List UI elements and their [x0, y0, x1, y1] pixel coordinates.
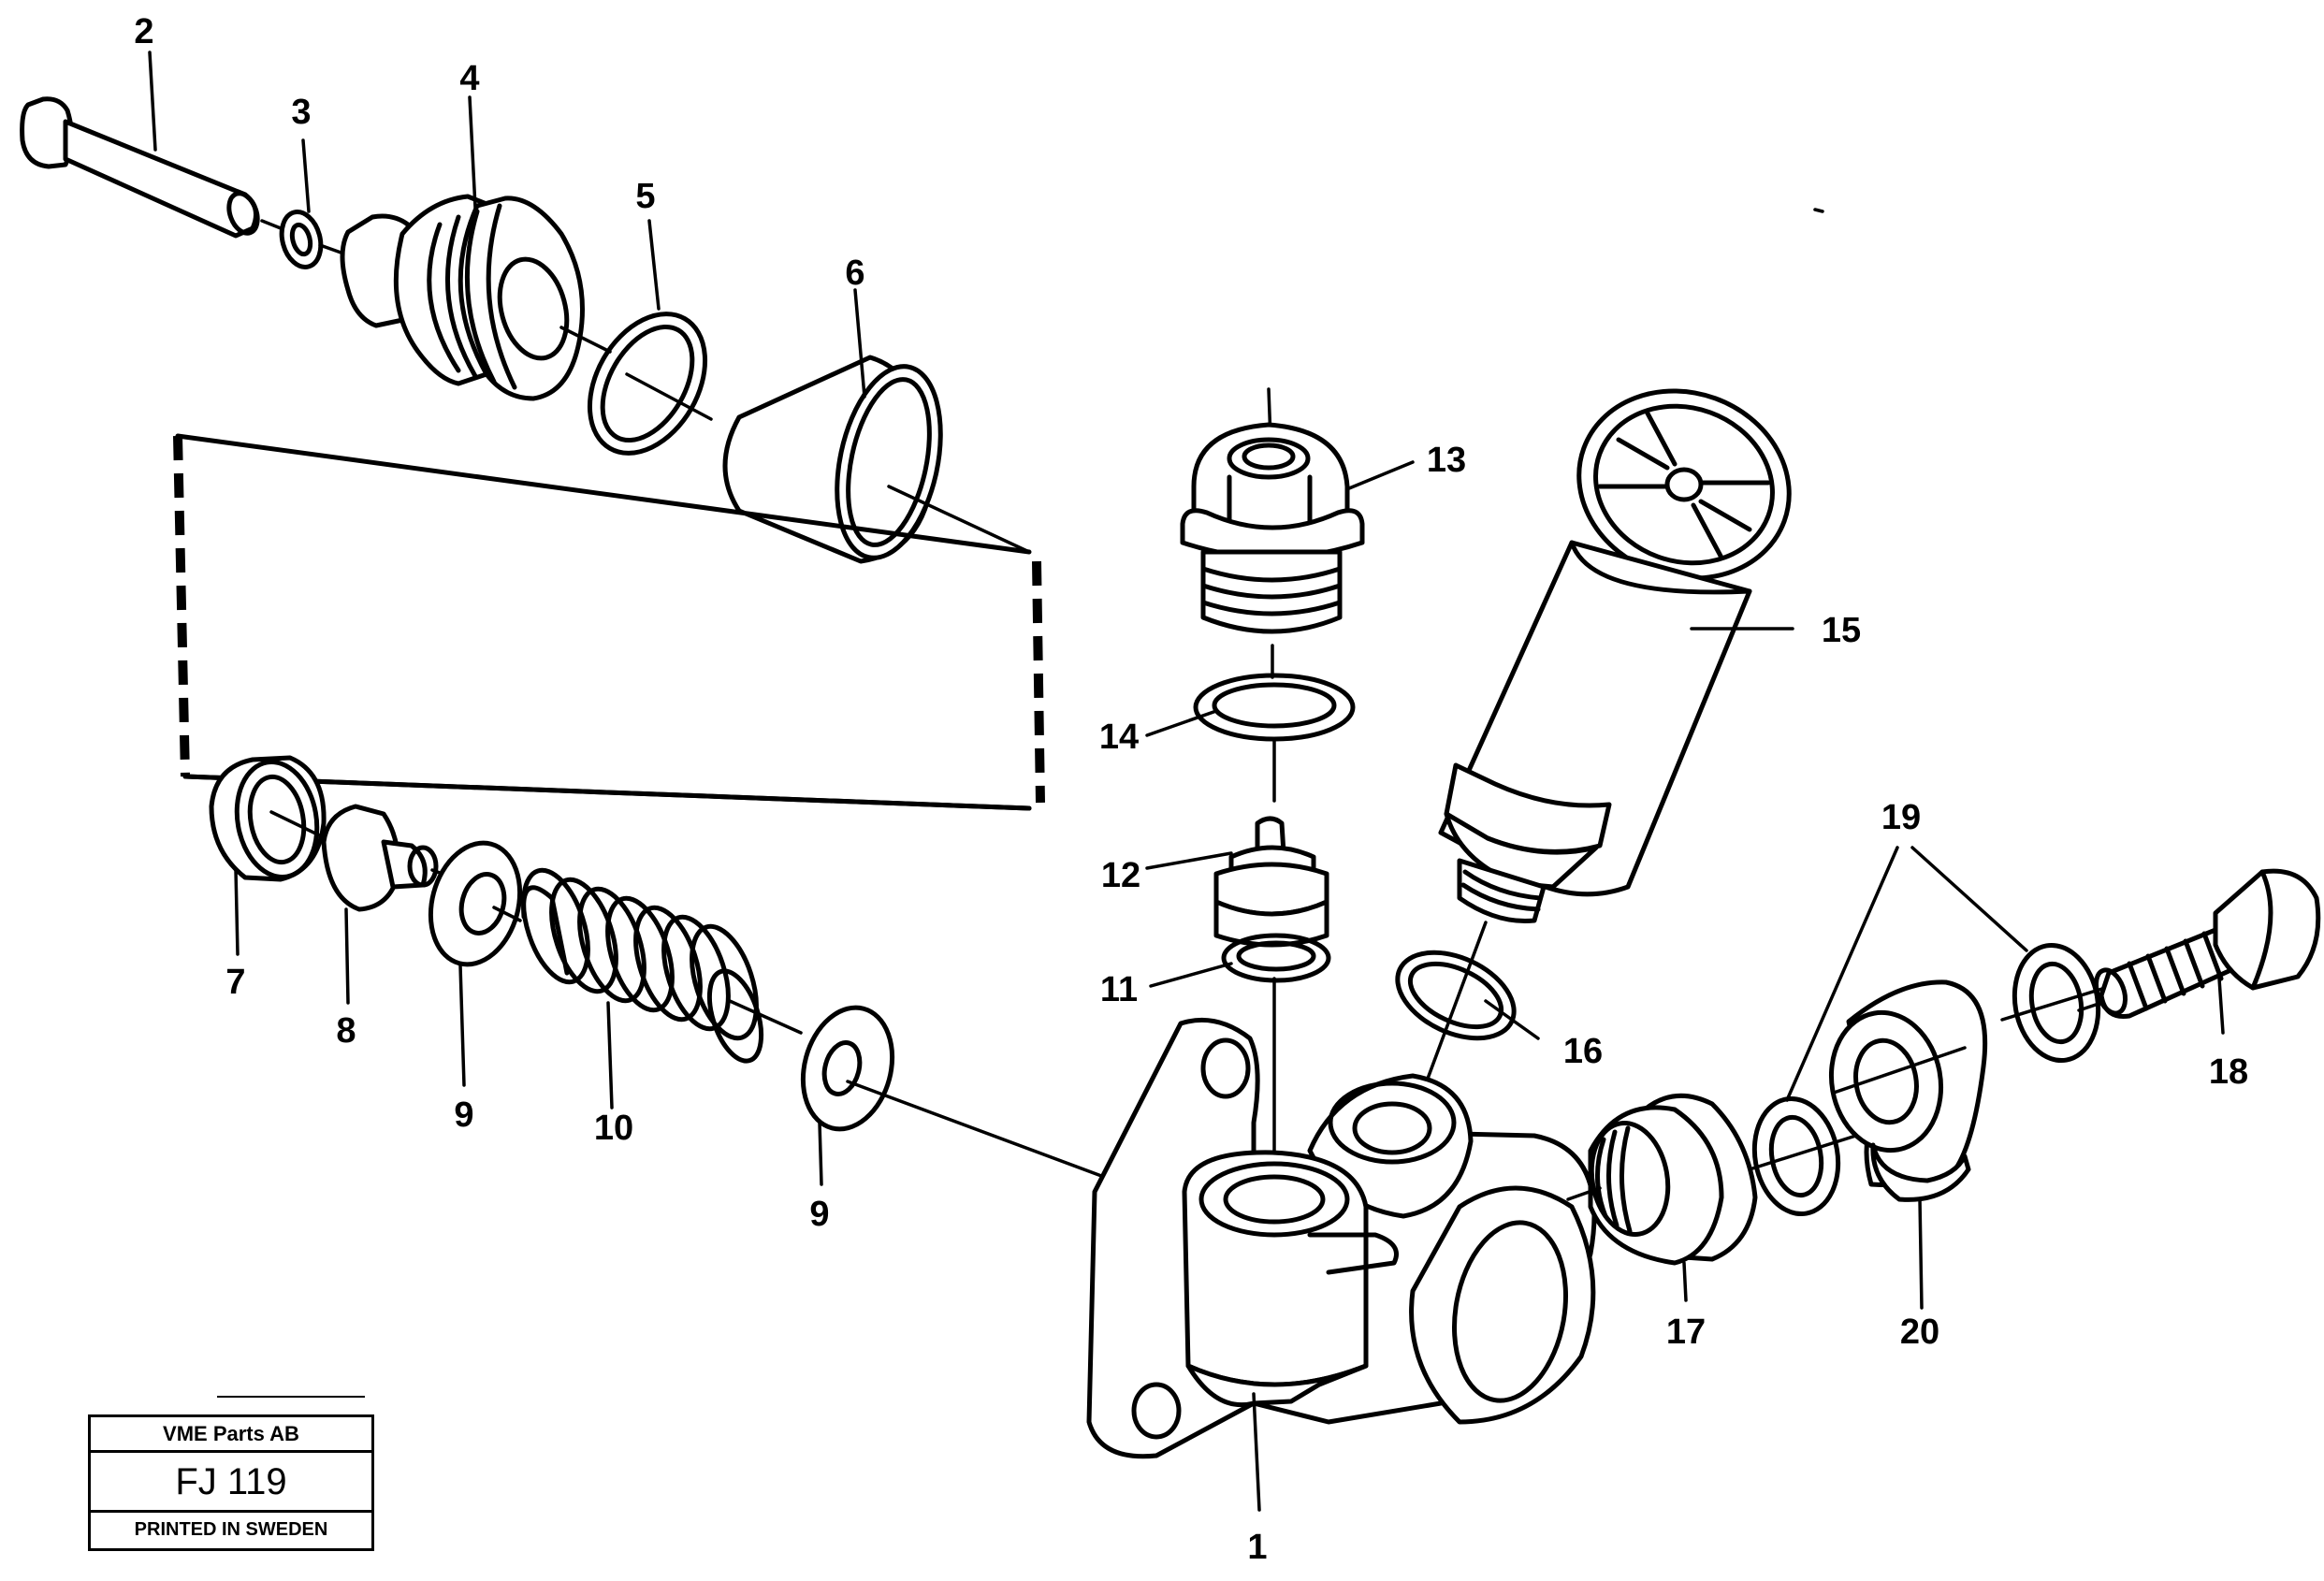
title-block-company: VME Parts AB: [91, 1417, 371, 1453]
callout-9b: 9: [809, 1195, 829, 1234]
part-16-o-ring: [1395, 950, 1517, 1041]
callout-1: 1: [1247, 1528, 1267, 1567]
callout-4: 4: [459, 59, 479, 98]
callout-11: 11: [1100, 970, 1138, 1009]
assembly-frame: [173, 433, 1045, 811]
part-13-fitting: [1180, 387, 1365, 679]
callout-10: 10: [594, 1109, 633, 1148]
callout-19: 19: [1881, 798, 1921, 837]
title-block-rule: [217, 1396, 365, 1398]
part-4-threaded-plug: [340, 194, 612, 401]
callout-15: 15: [1822, 611, 1861, 650]
part-18-bolt: [2077, 868, 2321, 1035]
callout-20: 20: [1900, 1313, 1939, 1352]
part-10-spring: [521, 867, 803, 1064]
callout-2: 2: [134, 12, 153, 51]
part-14-o-ring: [1193, 673, 1356, 803]
callout-13: 13: [1427, 441, 1466, 480]
callout-8: 8: [336, 1011, 356, 1051]
callout-12: 12: [1101, 856, 1140, 895]
part-1-pump-housing: [1086, 1017, 1597, 1512]
callout-7: 7: [225, 963, 245, 1002]
part-9-washer-b: [800, 1005, 1121, 1184]
part-6-sleeve: [722, 355, 1031, 564]
callout-18: 18: [2209, 1052, 2248, 1092]
part-7-cup: [209, 755, 339, 882]
part-2-banjo-bolt: [20, 96, 283, 239]
part-17-adapter: [1566, 1093, 1758, 1302]
part-8-valve: [321, 804, 449, 912]
part-19-washers: [1748, 942, 2107, 1217]
callout-9a: 9: [454, 1095, 473, 1135]
callout-6: 6: [845, 254, 864, 293]
title-block-code: FJ 119: [91, 1453, 371, 1513]
part-15-hand-primer: [1411, 388, 1792, 1121]
part-5-o-ring: [587, 312, 713, 456]
callout-3: 3: [291, 93, 311, 132]
part-12-valve: [1213, 816, 1329, 948]
part-20-banjo-fitting: [1828, 979, 1988, 1310]
callout-17: 17: [1666, 1313, 1706, 1352]
part-9-washer-a: [428, 840, 523, 967]
callout-16: 16: [1563, 1032, 1603, 1071]
callout-5: 5: [635, 177, 655, 216]
callout-labels: 1 2 3 4 5 6 7 8 9 9 10 11 12 13 14 15 16…: [134, 12, 2248, 1567]
leader-lines: [148, 51, 2028, 1186]
callout-14: 14: [1099, 718, 1139, 757]
title-block: VME Parts AB FJ 119 PRINTED IN SWEDEN: [88, 1414, 374, 1551]
part-3-washer: [279, 210, 348, 269]
title-block-footer: PRINTED IN SWEDEN: [134, 1519, 328, 1540]
